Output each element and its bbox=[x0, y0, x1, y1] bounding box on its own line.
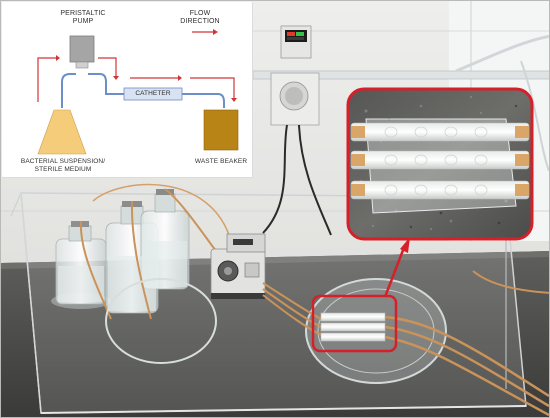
schematic-drawing bbox=[37, 29, 239, 155]
source-flask-icon bbox=[37, 109, 87, 155]
flow-label-line2: DIRECTION bbox=[180, 18, 220, 25]
source-label: BACTERIAL SUSPENSION/ STERILE MEDIUM bbox=[10, 158, 116, 174]
source-label-line2: STERILE MEDIUM bbox=[34, 166, 92, 173]
catheter-closeup-inset bbox=[346, 87, 534, 241]
waste-label: WASTE BEAKER bbox=[194, 158, 248, 165]
catheter-label: CATHETER bbox=[135, 90, 171, 97]
catheter-icon bbox=[123, 87, 183, 101]
pump-label-line2: PUMP bbox=[72, 18, 94, 25]
waste-beaker-icon bbox=[203, 109, 239, 151]
flow-direction-label: FLOW DIRECTION bbox=[174, 10, 226, 26]
flow-direction-arrow-icon bbox=[213, 29, 218, 35]
pump-icon bbox=[69, 35, 95, 63]
zoom-pointer-arrow bbox=[383, 244, 407, 298]
catheter-highlight-box bbox=[311, 294, 398, 353]
source-label-line1: BACTERIAL SUSPENSION/ bbox=[20, 158, 106, 165]
pump-label-line1: PERISTALTIC bbox=[60, 10, 106, 17]
flow-schematic: PERISTALTIC PUMP FLOW DIRECTION CATHETER… bbox=[2, 2, 253, 178]
pump-label: PERISTALTIC PUMP bbox=[60, 10, 106, 26]
flow-label-line1: FLOW bbox=[189, 10, 211, 17]
